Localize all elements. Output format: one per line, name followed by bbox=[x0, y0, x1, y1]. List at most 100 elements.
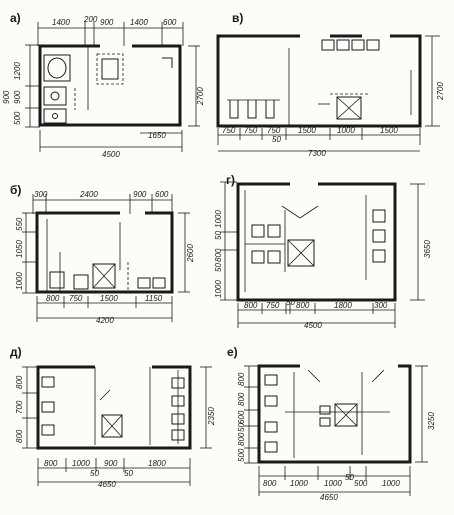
shaft-icon bbox=[101, 414, 123, 438]
panel-e-left-dimension: 800 800 600 50 800 500 bbox=[237, 365, 258, 464]
fixture-icon bbox=[171, 413, 185, 425]
dim-label: 750 bbox=[69, 294, 83, 303]
toilet-bowl bbox=[52, 113, 58, 119]
dim-label: 2600 bbox=[186, 244, 195, 263]
dim-label: 900 bbox=[104, 459, 118, 468]
panel-b: б) 300 2400 900 600 550 1050 1000 bbox=[10, 183, 195, 325]
bathtub-icon bbox=[43, 54, 71, 82]
dim-label: 750 bbox=[267, 126, 281, 135]
stall-icon bbox=[267, 250, 281, 264]
panel-a-bottom-dimension: 4500 bbox=[39, 130, 183, 159]
dim-label: 2700 bbox=[436, 82, 445, 101]
door-leaf bbox=[281, 205, 301, 219]
stall-icon bbox=[264, 374, 278, 386]
dim-label: 1500 bbox=[380, 126, 398, 135]
dim-label: 1000 bbox=[290, 479, 308, 488]
dim-label: 1000 bbox=[214, 210, 223, 228]
dim-label: 1800 bbox=[334, 301, 352, 310]
dim-label: 800 bbox=[237, 392, 246, 406]
dim-label: 300 bbox=[34, 190, 48, 199]
panel-v-walls bbox=[216, 34, 422, 128]
dim-label: 1500 bbox=[298, 126, 316, 135]
dim-label: 750 bbox=[266, 301, 280, 310]
dim-label: 3250 bbox=[427, 412, 436, 430]
dim-label: 2700 bbox=[196, 87, 205, 106]
panel-d-bottom-dimension: 800 1000 900 1800 50 50 4650 bbox=[37, 458, 191, 489]
dim-label: 2400 bbox=[79, 190, 98, 199]
dim-label: 1000 bbox=[72, 459, 90, 468]
panel-e-bottom-dimension: 800 1000 1000 500 1000 50 4650 bbox=[258, 466, 411, 502]
panel-g-walls bbox=[236, 182, 397, 302]
dim-label: 4500 bbox=[304, 321, 322, 330]
panel-e: е) 800 800 600 50 800 500 bbox=[227, 345, 436, 502]
panel-b-right-dimension: 2600 bbox=[178, 212, 195, 293]
dim-label: 1000 bbox=[337, 126, 355, 135]
dim-label: 700 bbox=[15, 400, 24, 414]
panel-g-label: г) bbox=[226, 173, 235, 187]
toilet-icon bbox=[43, 108, 67, 124]
dim-label: 500 bbox=[237, 448, 246, 462]
dim-label: 500 bbox=[354, 479, 368, 488]
dim-label: 50 bbox=[90, 469, 99, 478]
stall-icon bbox=[265, 100, 275, 119]
stall-icon bbox=[41, 376, 55, 388]
fixture-icon bbox=[137, 277, 151, 289]
dim-label: 1000 bbox=[214, 280, 223, 298]
dim-label: 50 bbox=[286, 298, 295, 307]
dim-label: 1200 bbox=[13, 62, 22, 80]
panel-a: а) 1400 200 900 1400 600 1200 900 500 bbox=[2, 11, 205, 159]
panel-b-label: б) bbox=[10, 183, 21, 197]
panel-d-left-dimension: 800 700 800 bbox=[15, 366, 37, 449]
panel-a-left-dimension: 1200 900 500 900 bbox=[2, 44, 40, 128]
panel-d-label: д) bbox=[10, 345, 22, 359]
dim-label: 750 bbox=[222, 126, 236, 135]
stall-icon bbox=[41, 424, 55, 436]
stall-icon bbox=[251, 224, 265, 238]
dim-label: 800 bbox=[15, 429, 24, 443]
fixture-icon bbox=[336, 39, 350, 51]
dim-label: 50 bbox=[214, 231, 223, 240]
dim-label: 900 bbox=[133, 190, 147, 199]
panel-g: г) 1000 50 800 50 1000 bbox=[214, 173, 432, 330]
dim-label: 800 bbox=[15, 375, 24, 389]
panel-e-label: е) bbox=[227, 345, 238, 359]
bathtub-basin bbox=[47, 57, 67, 79]
shaft-icon bbox=[334, 403, 358, 427]
panel-g-left-dimension: 1000 50 800 50 1000 bbox=[214, 181, 237, 301]
panel-v-bottom-dimension: 750 750 750 1500 1000 1500 50 7300 bbox=[217, 126, 421, 158]
dim-label: 1800 bbox=[148, 459, 166, 468]
dim-label: 1400 bbox=[52, 18, 70, 27]
dim-label: 800 bbox=[237, 432, 246, 446]
dim-label: 50 bbox=[237, 423, 246, 432]
fixture-icon bbox=[319, 405, 331, 415]
dim-label: 550 bbox=[15, 217, 24, 231]
panel-b-left-dimension: 550 1050 1000 bbox=[15, 212, 37, 294]
dim-label: 3650 bbox=[423, 240, 432, 258]
dim-label: 800 bbox=[237, 372, 246, 386]
dim-label: 800 bbox=[296, 301, 310, 310]
panel-b-walls bbox=[35, 211, 174, 294]
fixture-icon bbox=[73, 274, 89, 290]
dim-label: 900 bbox=[100, 18, 114, 27]
washbasin-icon bbox=[101, 58, 119, 80]
shaft-icon bbox=[92, 263, 116, 289]
panel-b-top-dimension: 300 2400 900 600 bbox=[32, 190, 173, 214]
fixture-icon bbox=[351, 39, 365, 51]
stall-icon bbox=[247, 100, 257, 119]
panel-a-top-dimension: 1400 200 900 1400 600 bbox=[37, 15, 184, 46]
panel-a-right-dimension: 2700 bbox=[188, 45, 205, 127]
dim-label: 900 bbox=[13, 90, 22, 104]
dim-label: 200 bbox=[83, 15, 98, 24]
panel-v-right-dimension: 2700 bbox=[425, 35, 445, 127]
panel-b-bottom-dimension: 800 750 1500 1150 4200 bbox=[36, 294, 173, 325]
panel-g-bottom-dimension: 800 750 50 800 1800 300 4500 bbox=[237, 298, 396, 330]
drain-icon bbox=[50, 91, 60, 101]
door-leaf bbox=[371, 369, 385, 383]
dim-label: 50 bbox=[345, 473, 354, 482]
dim-label: 1000 bbox=[382, 479, 400, 488]
panel-a-label: а) bbox=[10, 11, 21, 25]
fixture-icon bbox=[372, 229, 386, 243]
fixture-icon bbox=[152, 277, 166, 289]
dim-label: 1500 bbox=[100, 294, 118, 303]
